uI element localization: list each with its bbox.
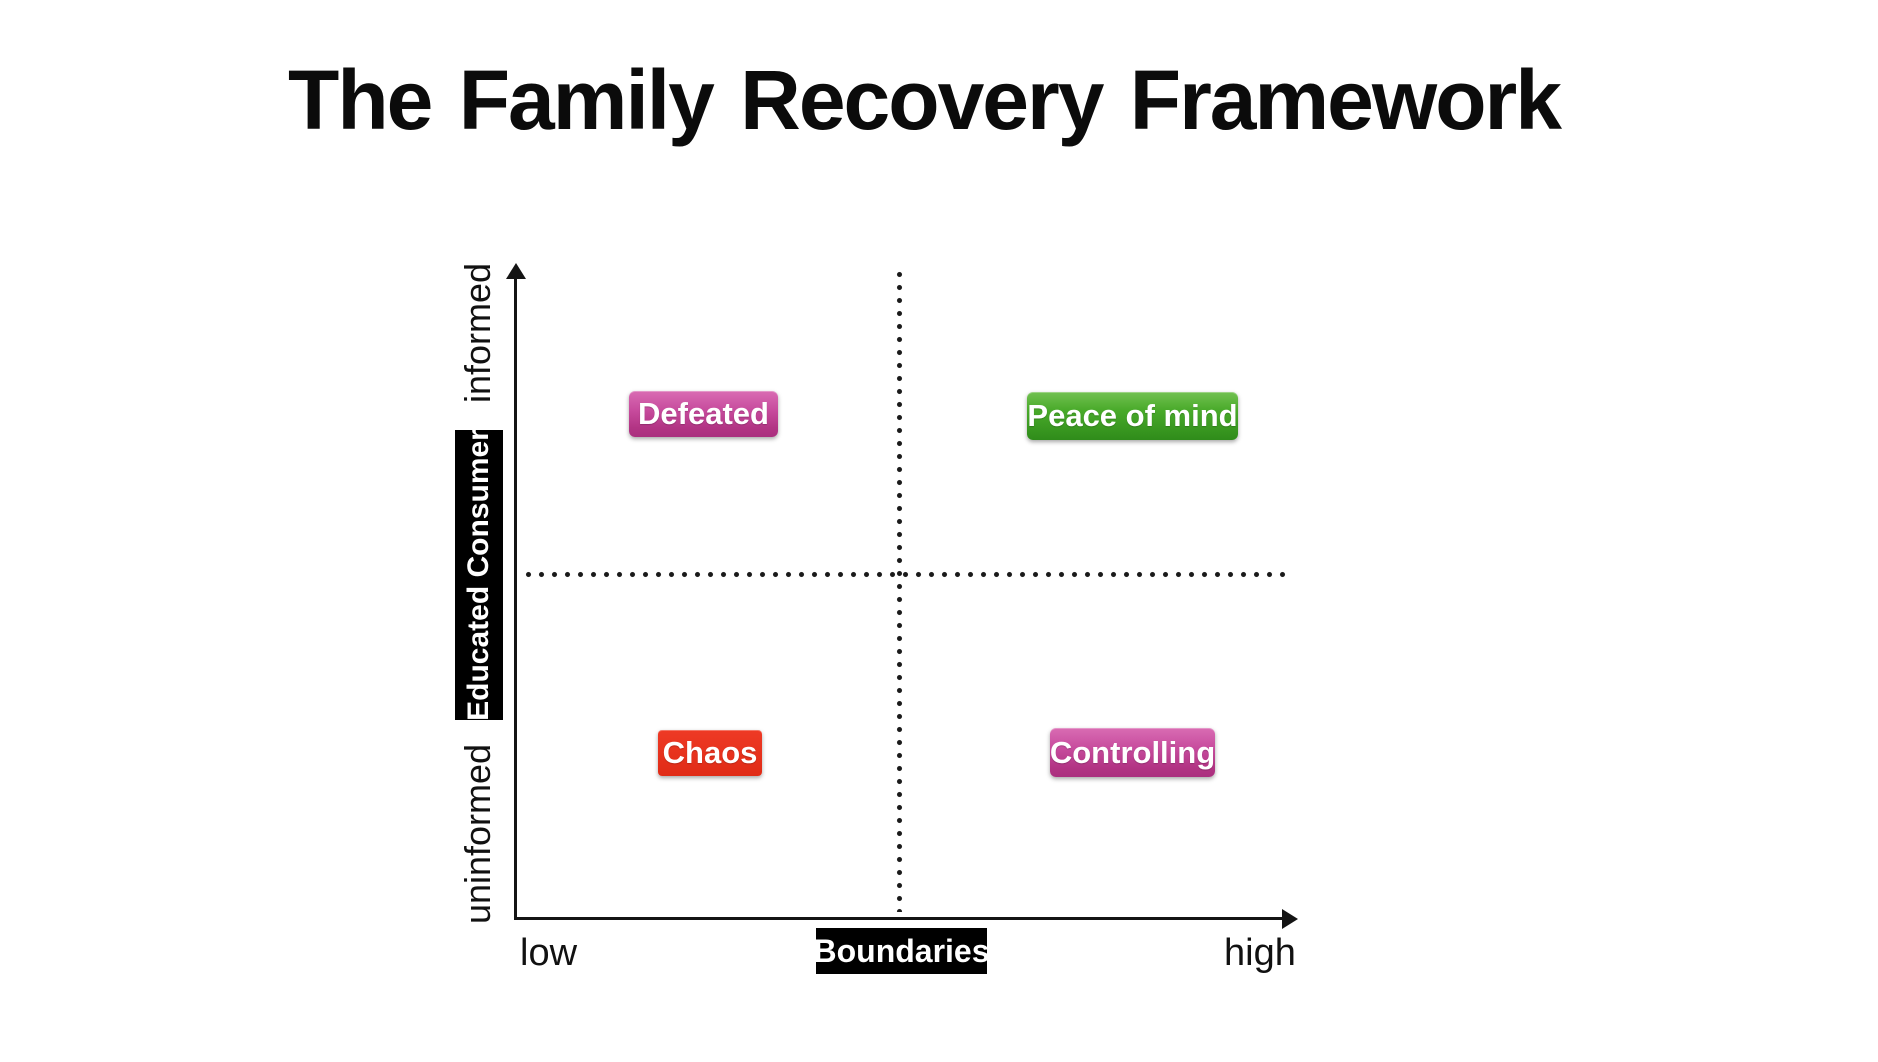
x-axis-arrow-icon — [1282, 908, 1298, 929]
quadrant-chip-controlling: Controlling — [1050, 728, 1215, 777]
y-axis-arrow-icon — [506, 263, 526, 279]
x-axis-min-label: low — [520, 932, 578, 974]
quadrant-chip-defeated: Defeated — [629, 391, 778, 437]
x-axis-title-box: Boundaries — [813, 928, 990, 974]
quadrant-chip-label: Controlling — [1049, 734, 1216, 770]
quadrant-chip-chaos: Chaos — [658, 730, 762, 776]
quadrant-chip-label: Defeated — [638, 396, 769, 431]
x-axis-max-label: high — [1224, 932, 1296, 974]
quadrant-chip-peace-of-mind: Peace of mind — [1027, 392, 1238, 440]
y-axis-max-label: informed — [457, 262, 498, 404]
y-axis-title: Educated Consumer — [462, 429, 496, 721]
quadrant-chip-label: Peace of mind — [1027, 398, 1238, 433]
x-axis-title: Boundaries — [813, 932, 990, 969]
vertical-dotted-divider — [896, 268, 903, 912]
y-axis-line — [514, 275, 517, 920]
y-axis-min-label: uninformed — [457, 743, 498, 925]
horizontal-dotted-divider — [522, 571, 1288, 578]
y-axis-title-box: Educated Consumer — [455, 429, 503, 721]
quadrant-chip-label: Chaos — [662, 735, 758, 770]
page-title: The Family Recovery Framework — [288, 53, 1562, 147]
x-axis-line — [514, 917, 1286, 920]
